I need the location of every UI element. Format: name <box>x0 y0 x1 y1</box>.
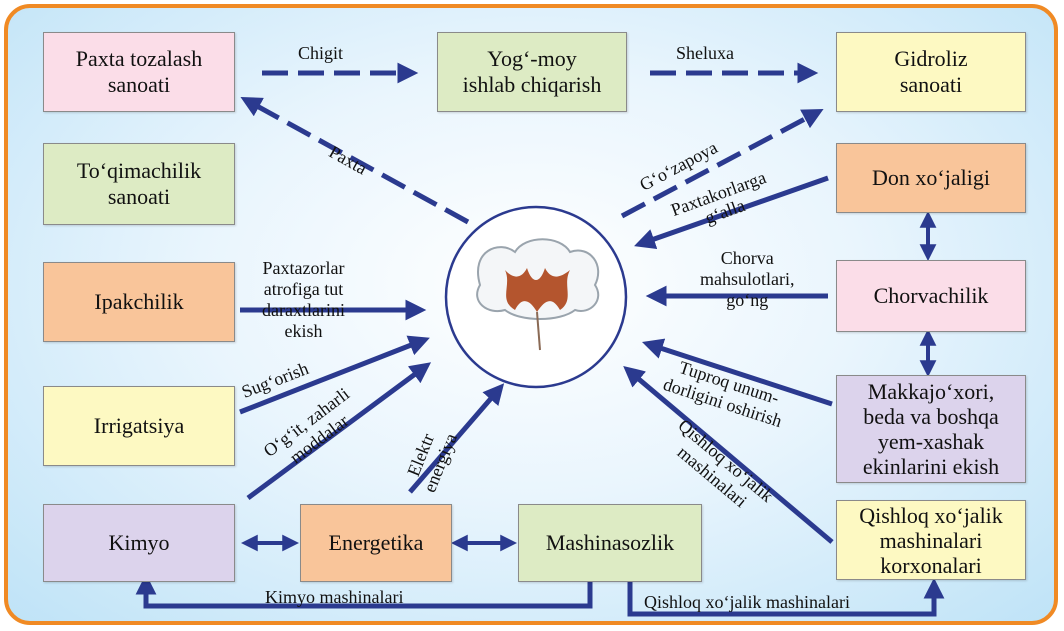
label-paxtazorlar: Paxtazorlar atrofiga tut daraxtlarini ek… <box>262 258 345 342</box>
node-gidroliz: Gidroliz sanoati <box>836 32 1026 112</box>
node-kimyo: Kimyo <box>43 504 235 582</box>
node-chorvachilik: Chorvachilik <box>836 260 1026 332</box>
node-irrigatsiya: Irrigatsiya <box>43 386 235 466</box>
node-don: Don xo‘jaligi <box>836 143 1026 213</box>
label-chigit: Chigit <box>298 43 343 63</box>
node-makkajori: Makkajo‘xori, beda va boshqa yem-xashak … <box>836 375 1026 483</box>
node-yog-moy: Yog‘-moy ishlab chiqarish <box>437 32 627 112</box>
node-toqimachilik: To‘qimachilik sanoati <box>43 143 235 225</box>
label-sheluxa: Sheluxa <box>676 43 734 63</box>
label-chorva: Chorva mahsulotlari, go‘ng <box>700 248 794 311</box>
node-qishloq-korxona: Qishloq xo‘jalik mashinalari korxonalari <box>836 500 1026 580</box>
label-qishloq-mashinalari: Qishloq xo‘jalik mashinalari <box>644 592 850 612</box>
node-energetika: Energetika <box>300 504 452 582</box>
label-kimyo-mashinalari: Kimyo mashinalari <box>265 587 403 607</box>
node-mashinasozlik: Mashinasozlik <box>518 504 702 582</box>
node-paxta-tozalash: Paxta tozalash sanoati <box>43 32 235 112</box>
node-ipakchilik: Ipakchilik <box>43 262 235 342</box>
